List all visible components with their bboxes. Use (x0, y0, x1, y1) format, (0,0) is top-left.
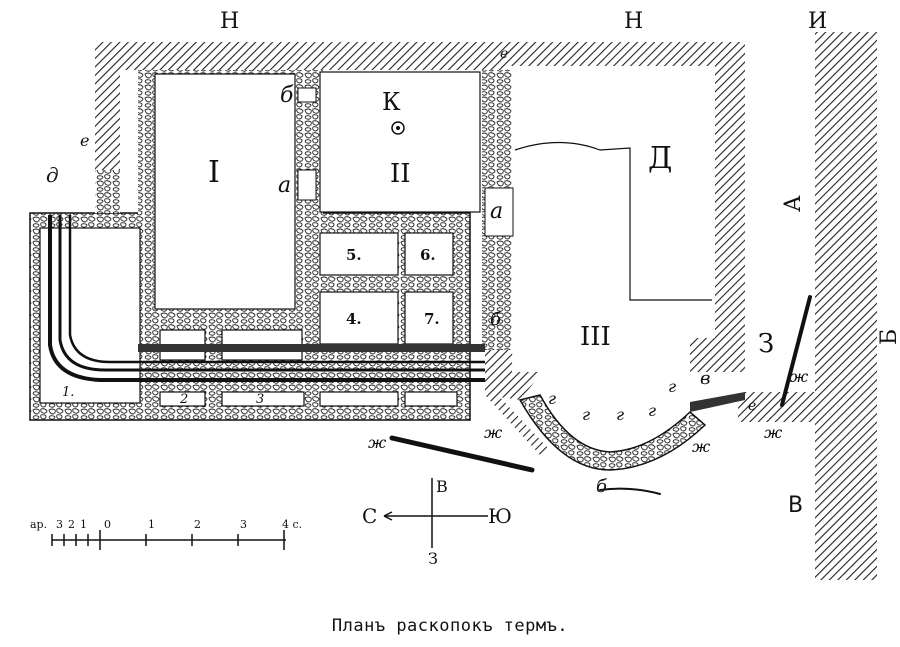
room-III: III (580, 322, 611, 352)
mark-e-left: е (80, 131, 89, 150)
mark-b-mid: б (490, 309, 502, 330)
scale-label: ар. (30, 518, 47, 531)
scale-bar (51, 530, 286, 550)
room-4: 4. (346, 310, 362, 328)
mark-b-top: б (280, 83, 294, 108)
scale-label: 1 (148, 518, 155, 531)
well-icon (391, 121, 405, 135)
scale-label: 4 с. (282, 518, 302, 531)
scale-label: 1 (80, 518, 87, 531)
compass-rose (383, 478, 488, 548)
excavation-outline (514, 141, 712, 301)
room-5: 5. (346, 246, 362, 264)
compass-east: В (436, 477, 448, 496)
mark-d: д (46, 163, 59, 187)
bath-plan-drawing: Н Н И А Б В I II III Д З 5. 6. 4. 7. 1. … (29, 9, 900, 580)
pipes (389, 295, 812, 495)
scale-label: 3 (56, 518, 63, 531)
label-A: А (781, 195, 806, 212)
compass-south: Ю (488, 504, 512, 528)
mark-v: в (700, 368, 710, 389)
mark-a-mid: а (490, 199, 503, 224)
mark-g5: г (668, 377, 676, 396)
mark-zh2: ж (484, 423, 503, 442)
room-7: 7. (424, 310, 440, 328)
room-1: 1. (62, 385, 74, 400)
plan-caption: Планъ раскопокъ термъ. (331, 616, 569, 636)
label-B: Б (877, 329, 900, 345)
mark-g4: г (648, 401, 656, 420)
compass-north: С (362, 504, 377, 528)
mark-e-low: е (748, 398, 756, 414)
label-V: В (788, 493, 803, 518)
compass-west: З (428, 549, 438, 568)
mark-g1: г (548, 389, 556, 408)
room-2: 2 (179, 392, 188, 407)
apse (485, 392, 745, 471)
mark-b-bottom: б (596, 476, 608, 497)
scale-label: 2 (68, 518, 75, 531)
room-II: II (390, 159, 411, 189)
room-Z: З (758, 329, 774, 359)
mark-g2: г (582, 405, 590, 424)
label-N-left: Н (220, 9, 239, 34)
label-I-letter: И (808, 9, 827, 34)
room-3: 3 (256, 392, 264, 407)
scale-label: 2 (194, 518, 201, 531)
mark-a-top: а (278, 173, 291, 198)
mark-K: К (382, 88, 401, 116)
hypocaust-channels (48, 215, 485, 382)
mark-g3: г (616, 405, 624, 424)
scale-label: 3 (240, 518, 247, 531)
mark-zh4: ж (764, 423, 783, 442)
scale-labels: ар. 3 2 1 0 1 2 3 4 с. (30, 518, 302, 531)
scale-label: 0 (104, 518, 111, 531)
label-N-right: Н (624, 9, 643, 34)
mark-zh1: ж (368, 433, 387, 452)
room-D: Д (648, 141, 672, 176)
mark-zh3: ж (692, 437, 711, 456)
mark-zh5: ж (790, 367, 809, 386)
room-I: I (208, 155, 220, 190)
room-interiors (39, 71, 807, 407)
mark-e-top: е (500, 46, 508, 62)
outer-walls (95, 32, 877, 580)
room-6: 6. (420, 246, 436, 264)
